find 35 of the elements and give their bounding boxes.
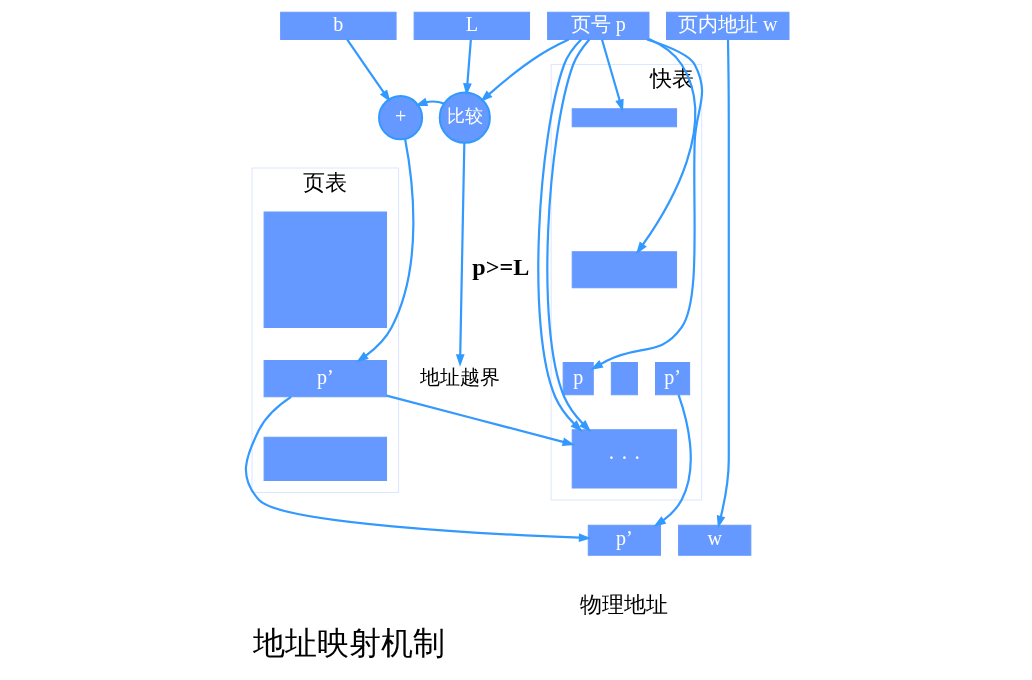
- node-box: [571, 108, 677, 128]
- arrow: [414, 97, 444, 107]
- arrow: [536, 38, 583, 432]
- node-box: p’: [263, 360, 387, 398]
- node-circle: +: [377, 95, 423, 141]
- arrow: [716, 39, 730, 529]
- arrow: [479, 38, 569, 102]
- arrow: [590, 38, 703, 370]
- arrow: [462, 39, 472, 96]
- arrow: [635, 38, 696, 255]
- node-box: p’: [654, 362, 690, 396]
- arrow: [455, 143, 465, 367]
- node-text: 地址越界: [419, 365, 500, 388]
- diagram-title: 地址映射机制: [252, 625, 445, 662]
- arrow: [653, 394, 692, 527]
- node-box: w: [677, 524, 751, 556]
- node-box: [610, 362, 638, 396]
- edge-label: p>=L: [471, 253, 529, 280]
- node-box: 页内地址 w: [665, 11, 789, 40]
- arrow: [244, 395, 591, 543]
- arrow: [545, 38, 591, 432]
- arrow: [385, 394, 575, 447]
- node-box: 页号 p: [546, 11, 649, 40]
- arrow: [355, 138, 414, 363]
- node-box: p’: [587, 524, 661, 556]
- node-box: [263, 436, 387, 481]
- node-box: b: [279, 11, 397, 40]
- node-box: · · ·: [571, 429, 677, 489]
- node-box: [263, 211, 387, 328]
- arrow: [600, 39, 624, 112]
- node-box: p: [562, 362, 594, 396]
- label: 物理地址: [579, 592, 668, 618]
- node-box: [571, 251, 677, 289]
- arrow: [345, 39, 391, 103]
- node-box: L: [413, 11, 530, 40]
